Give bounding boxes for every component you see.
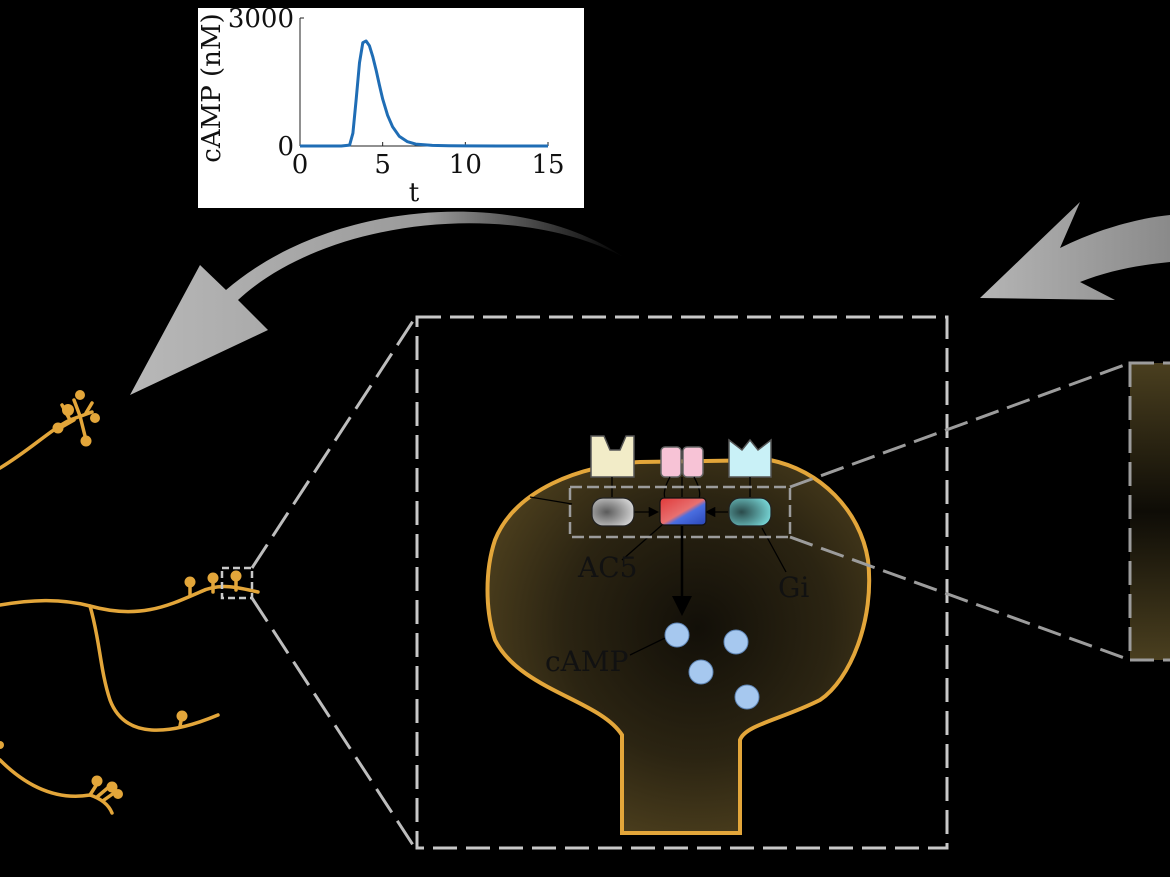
curved-arrow-right: [980, 202, 1170, 300]
y-axis-label: cAMP (nM): [197, 13, 227, 162]
label-camp: cAMP: [545, 645, 628, 678]
series-line-camp: [300, 39, 548, 148]
y-tick-label: 0: [277, 132, 294, 162]
spine-heads: [0, 390, 242, 799]
x-tick-label: 0: [292, 150, 309, 180]
label-gi: Gi: [778, 571, 809, 604]
label-ac5: AC5: [577, 551, 637, 584]
x-tick-label: 5: [374, 150, 391, 180]
receptor-right: [728, 438, 772, 478]
membrane-zoom-box: [568, 485, 792, 539]
plot-background: [198, 8, 584, 208]
gray-protein: [591, 497, 635, 527]
camp-molecules: [664, 622, 760, 710]
y-tick-label: 3000: [228, 4, 294, 34]
zoom-line-right-top: [789, 361, 1131, 489]
curved-arrow-left: [130, 211, 625, 395]
plot-layer: 0 5 10 15 0 3000 t cAMP (nM): [197, 4, 565, 208]
ac5-protein: [659, 497, 707, 526]
x-tick-label: 10: [449, 150, 482, 180]
dendrite-zoom-box: [220, 566, 254, 600]
receptor-left: [590, 435, 635, 478]
gi-protein: [728, 497, 772, 527]
dendrite-tree: [0, 398, 260, 815]
zoom-line-top: [250, 317, 417, 569]
zoom-line-bottom: [250, 597, 417, 849]
x-axis-label: t: [409, 178, 420, 208]
receptor-middle: [660, 446, 704, 478]
camp-plot: 0 5 10 15 0 3000 t cAMP (nM): [197, 4, 584, 208]
membrane-zoom-panel: [1128, 361, 1170, 662]
zoom-line-right-bottom: [789, 535, 1131, 662]
x-tick-label: 15: [531, 150, 564, 180]
